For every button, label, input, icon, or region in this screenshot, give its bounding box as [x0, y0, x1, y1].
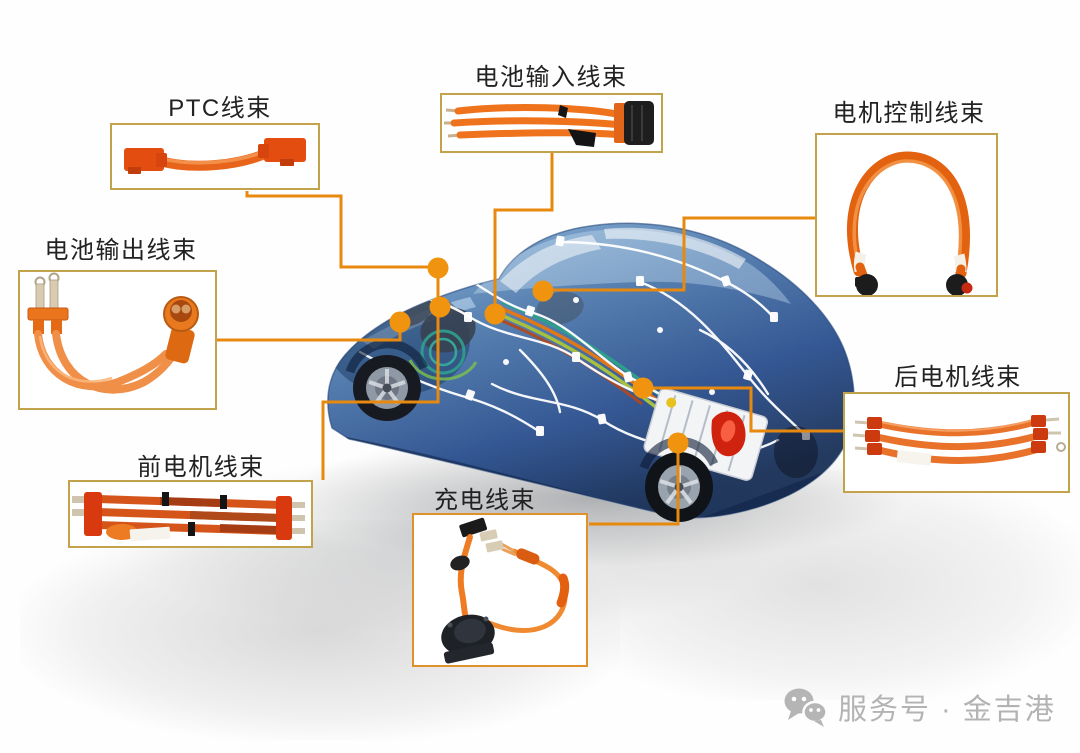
callout-box-rear-motor — [843, 392, 1070, 493]
callout-box-motor-control — [815, 133, 998, 297]
label-front-motor: 前电机线束 — [137, 454, 265, 481]
connection-dot-charging — [667, 432, 689, 454]
callout-box-battery-input — [440, 93, 663, 153]
connector-line-front-motor — [321, 270, 440, 480]
connector-line-rear-motor — [648, 386, 843, 433]
label-battery-input: 电池输入线束 — [474, 64, 628, 91]
connection-dot-front-motor — [429, 296, 451, 318]
connector-line-ptc — [245, 191, 432, 269]
callout-box-battery-output — [18, 270, 217, 410]
connector-line-charging — [589, 447, 680, 526]
label-motor-control: 电机控制线束 — [832, 100, 986, 127]
connection-dot-rear-motor — [632, 377, 654, 399]
connector-line-battery-input — [493, 153, 554, 310]
motor-control-harness-image — [847, 151, 973, 295]
label-rear-motor: 后电机线束 — [894, 364, 1022, 391]
label-charging: 充电线束 — [434, 487, 536, 514]
charging-harness-image — [441, 517, 570, 664]
label-battery-output: 电池输出线束 — [44, 237, 198, 264]
callout-box-front-motor — [68, 480, 313, 548]
rear-motor-harness-image — [852, 415, 1066, 466]
connector-line-battery-output — [217, 326, 402, 342]
connection-dot-motor-control — [532, 280, 554, 302]
callout-box-charging — [412, 513, 588, 667]
connection-dot-ptc — [427, 257, 449, 279]
label-ptc: PTC线束 — [168, 95, 272, 122]
connection-dot-battery-input — [484, 303, 506, 325]
front-motor-harness-image — [72, 492, 305, 542]
watermark-text: 服务号 · 金吉港 — [838, 694, 1056, 726]
wechat-icon — [784, 688, 828, 727]
front-wheel — [353, 355, 421, 421]
connection-dot-battery-output — [389, 311, 411, 333]
battery-input-harness-image — [444, 101, 654, 147]
watermark: 服务号 · 金吉港 — [783, 686, 1056, 728]
callout-box-ptc — [110, 123, 320, 190]
connector-line-motor-control — [548, 216, 815, 292]
ptc-harness-image — [124, 138, 306, 174]
battery-output-harness-image — [27, 272, 199, 394]
